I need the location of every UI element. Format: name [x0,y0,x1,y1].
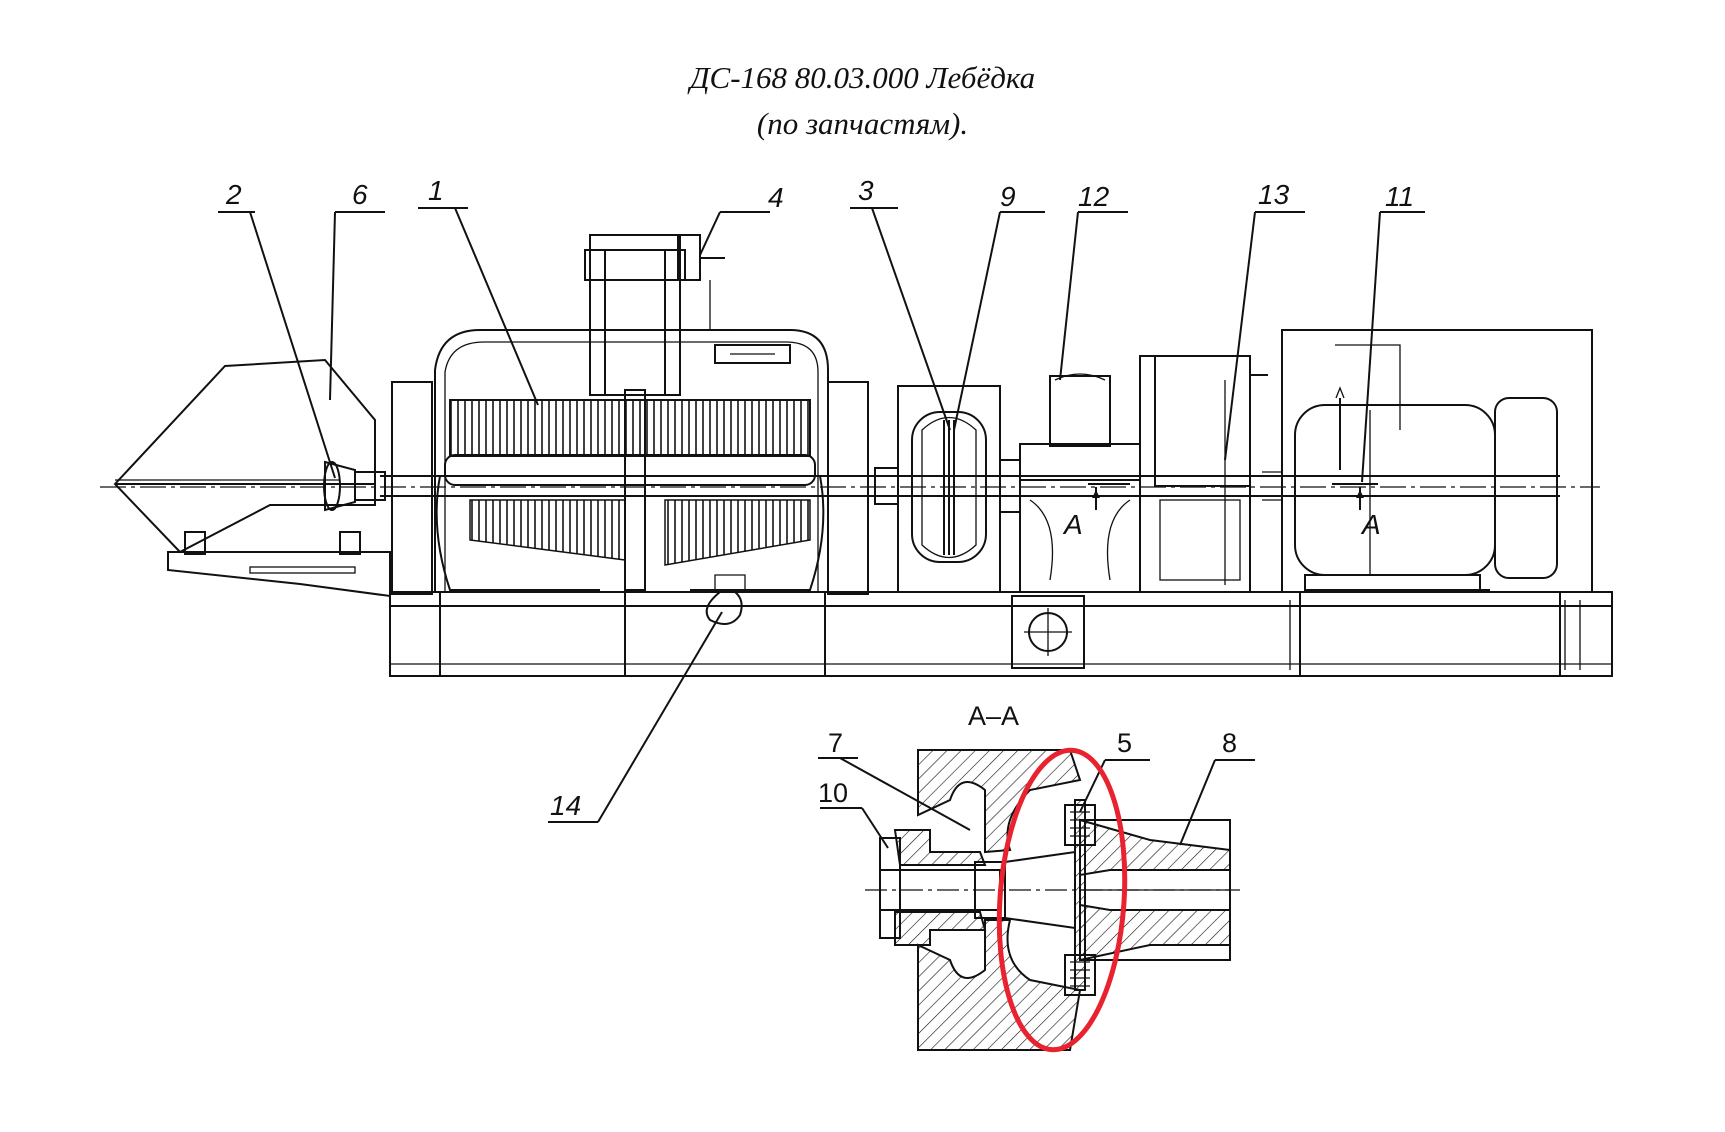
highlight-ellipse [996,747,1128,1053]
callout-leaders [218,207,1425,823]
callout-10: 10 [818,778,848,808]
left-base-plate [167,551,391,598]
callout-2: 2 [225,179,242,210]
upper-frame [584,234,791,396]
callout-8: 8 [1222,728,1237,758]
drawing-title: ДС-168 80.03.000 Лебёдка [689,60,1036,95]
brake-block [1139,355,1268,593]
drum-guard [434,329,829,592]
reducer [1019,373,1141,593]
callout-5: 5 [1117,728,1132,758]
section-label: А–А [968,701,1019,731]
right-drum-support [827,381,869,595]
left-drum-support [391,381,433,595]
base-frame [389,591,1613,677]
drawing-subtitle: (по запчастям). [756,106,969,141]
callout-13: 13 [1258,179,1290,210]
section-a-a [818,749,1255,1051]
coupling-bolt-lower [1064,954,1096,996]
electric-motor [1262,329,1593,593]
callout-6: 6 [352,179,368,210]
callout-7: 7 [828,728,843,758]
callout-4: 4 [768,182,784,213]
callout-14: 14 [550,790,581,821]
callout-9: 9 [1000,181,1016,212]
coupling-housing [874,385,1021,593]
section-mark-left: А [1062,509,1083,540]
hook [705,574,746,625]
brake-pulley [323,460,386,512]
cable-drum [435,389,825,591]
brake-cover [113,358,376,555]
main-view: А А [100,234,1613,677]
section-mark-right: А [1360,509,1381,540]
limit-switch [677,234,735,331]
callout-3: 3 [858,175,874,206]
callout-1: 1 [428,175,444,206]
callout-11: 11 [1385,181,1414,212]
callout-12: 12 [1078,181,1110,212]
